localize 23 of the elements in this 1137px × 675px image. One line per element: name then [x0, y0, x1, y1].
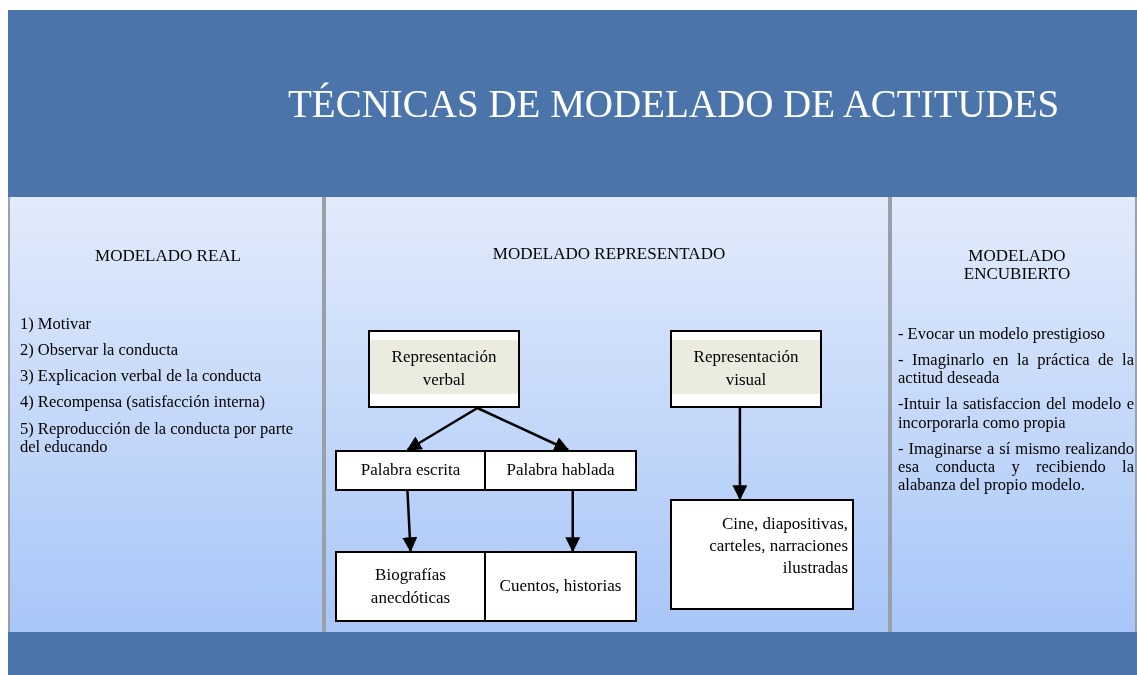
list-item: 4) Recompensa (satisfacción interna) [20, 393, 267, 412]
process-box: Palabra escrita [335, 450, 486, 491]
list-item: 3) Explicacion verbal de la conducta [20, 367, 263, 386]
process-box: Cine, diapositivas, carteles, narraciones ilustradas [670, 499, 854, 610]
list-item: 1) Motivar [20, 315, 93, 334]
column-panel [8, 197, 324, 632]
process-box: Cuentos, historias [484, 551, 637, 622]
column-heading: MODELADO REAL [94, 247, 242, 265]
list-item: 5) Reproducción de la conducta por parte del educando [20, 419, 295, 456]
process-box: Palabra hablada [484, 450, 637, 491]
column-panel [324, 197, 890, 632]
category-box: Representación verbal [368, 330, 520, 408]
list-item: - Imaginarse a sí mismo realizando esa conducta y recibiendo la alabanza del propio modelo. [898, 439, 1134, 495]
list-item: -Intuir la satisfaccion del modelo e incorporarla como propia [898, 395, 1134, 432]
category-box: Representación visual [670, 330, 822, 408]
column-heading: MODELADO ENCUBIERTO [962, 247, 1072, 283]
list-item: - Evocar un modelo prestigioso [898, 325, 1107, 344]
column-panel [890, 197, 1137, 632]
process-box: Biografías anecdóticas [335, 551, 486, 622]
list-item: - Imaginarlo en la práctica de la actitud deseada [898, 351, 1134, 388]
list-item: 2) Observar la conducta [20, 341, 180, 360]
title: TÉCNICAS DE MODELADO DE ACTITUDES [288, 84, 1060, 123]
column-heading: MODELADO REPRESENTADO [491, 245, 727, 263]
